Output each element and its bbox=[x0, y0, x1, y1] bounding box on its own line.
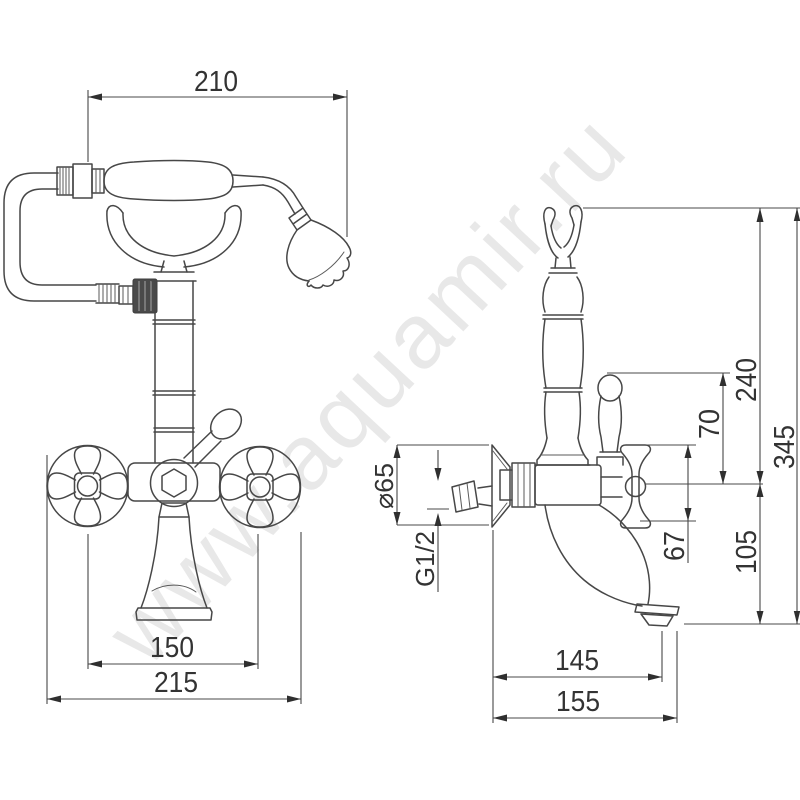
side-cradle-fork bbox=[543, 204, 583, 274]
dim-150-label: 150 bbox=[150, 632, 194, 664]
dim-thread-label: G1/2 bbox=[410, 531, 440, 587]
dim-240-label: 240 bbox=[731, 358, 763, 402]
hand-shower bbox=[56, 159, 352, 289]
shower-cradle bbox=[106, 204, 242, 273]
side-spout bbox=[544, 504, 680, 627]
dim-70-label: 70 bbox=[694, 409, 726, 439]
side-column bbox=[534, 276, 591, 466]
dim-105-label: 105 bbox=[731, 530, 763, 574]
front-view bbox=[3, 159, 352, 621]
mixer-body-side bbox=[451, 444, 602, 528]
dim-215-label: 215 bbox=[154, 667, 198, 699]
dim-345-label: 345 bbox=[769, 425, 800, 469]
cross-handle-right bbox=[218, 445, 302, 529]
dim-diameter-label: ⌀65 bbox=[369, 463, 399, 509]
cross-handle-side bbox=[600, 444, 652, 529]
side-lever bbox=[596, 374, 624, 466]
dimension-annotations: 210 150 215 240 105 345 70 bbox=[46, 66, 800, 723]
dim-210-label: 210 bbox=[194, 66, 238, 98]
front-column bbox=[151, 271, 197, 464]
hose-nut bbox=[132, 278, 158, 314]
cross-handle-left bbox=[46, 444, 129, 528]
dim-67-label: 67 bbox=[659, 531, 691, 561]
dim-155-label: 155 bbox=[556, 686, 600, 718]
side-view bbox=[451, 204, 680, 627]
dim-145-label: 145 bbox=[555, 645, 599, 677]
watermark-text: www.aquamir.ru bbox=[87, 94, 647, 684]
